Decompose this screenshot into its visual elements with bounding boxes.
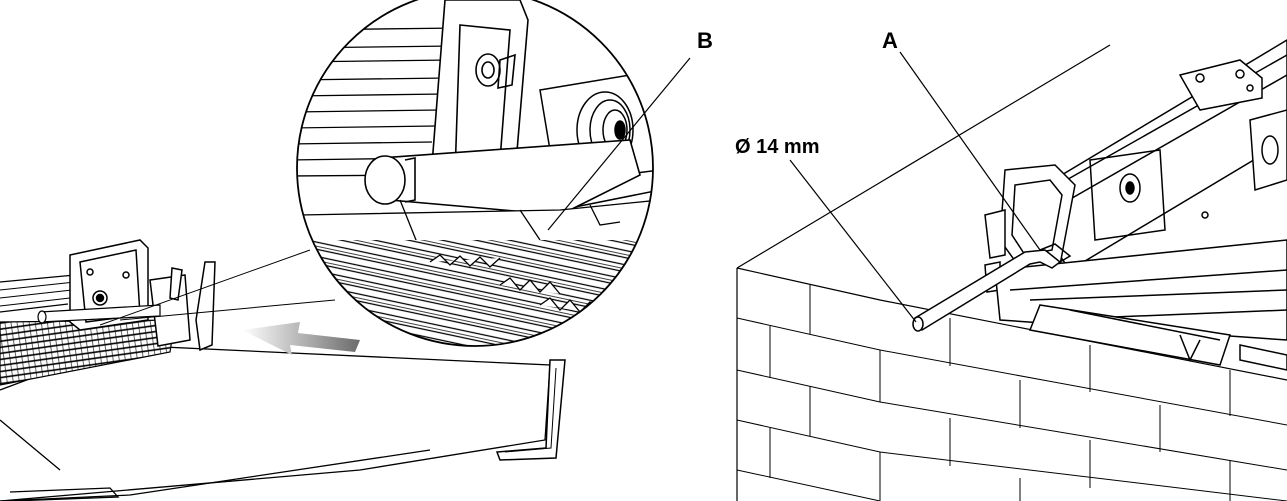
unit-grille <box>0 319 176 386</box>
unit-rails <box>0 274 76 313</box>
front-fascia <box>495 359 566 461</box>
magnified-detail <box>296 0 654 347</box>
magnifier-leader-lines <box>99 249 336 326</box>
callout-b-label: B <box>697 28 713 53</box>
callout-a-label: A <box>882 28 898 53</box>
callout-a: A <box>882 28 1041 251</box>
insertion-arrow <box>242 322 360 355</box>
right-panel-wall-view <box>736 39 1287 501</box>
ceiling-unit <box>984 39 1287 371</box>
diameter-callout: Ø 14 mm <box>735 136 917 323</box>
drain-pipe-magnified <box>364 139 641 216</box>
left-panel-unit-view <box>0 239 566 501</box>
wall-top <box>736 44 1111 269</box>
callout-b: B <box>547 28 713 231</box>
brick-wall <box>736 284 1287 501</box>
pipe-diameter-label: Ø 14 mm <box>735 136 819 158</box>
